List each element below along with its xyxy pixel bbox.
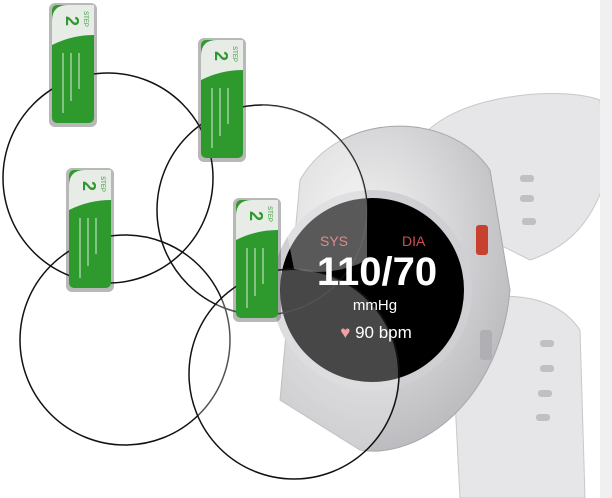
step-label: STEP [99, 176, 105, 192]
sys-label: SYS [320, 233, 349, 249]
crown-button [476, 225, 488, 255]
step-label: STEP [266, 206, 272, 222]
blood-pressure-reading: 110/70 [316, 250, 438, 294]
watch-screen [280, 198, 464, 382]
watch-body [272, 125, 511, 452]
heart-icon: ♥ [340, 323, 351, 342]
protector-circle [19, 234, 231, 446]
dia-label: DIA [402, 233, 426, 249]
step-number: 2 [62, 16, 82, 26]
protector-circle [188, 268, 400, 480]
step-label: STEP [82, 11, 88, 27]
step-number: 2 [211, 51, 231, 61]
step-label: STEP [231, 46, 237, 62]
heart-rate-value: 90 bpm [355, 323, 412, 342]
side-button [480, 330, 492, 360]
heart-rate: ♥ 90 bpm [326, 323, 426, 343]
unit-label: mmHg [352, 297, 398, 314]
step-number: 2 [246, 211, 266, 221]
step-number: 2 [79, 181, 99, 191]
